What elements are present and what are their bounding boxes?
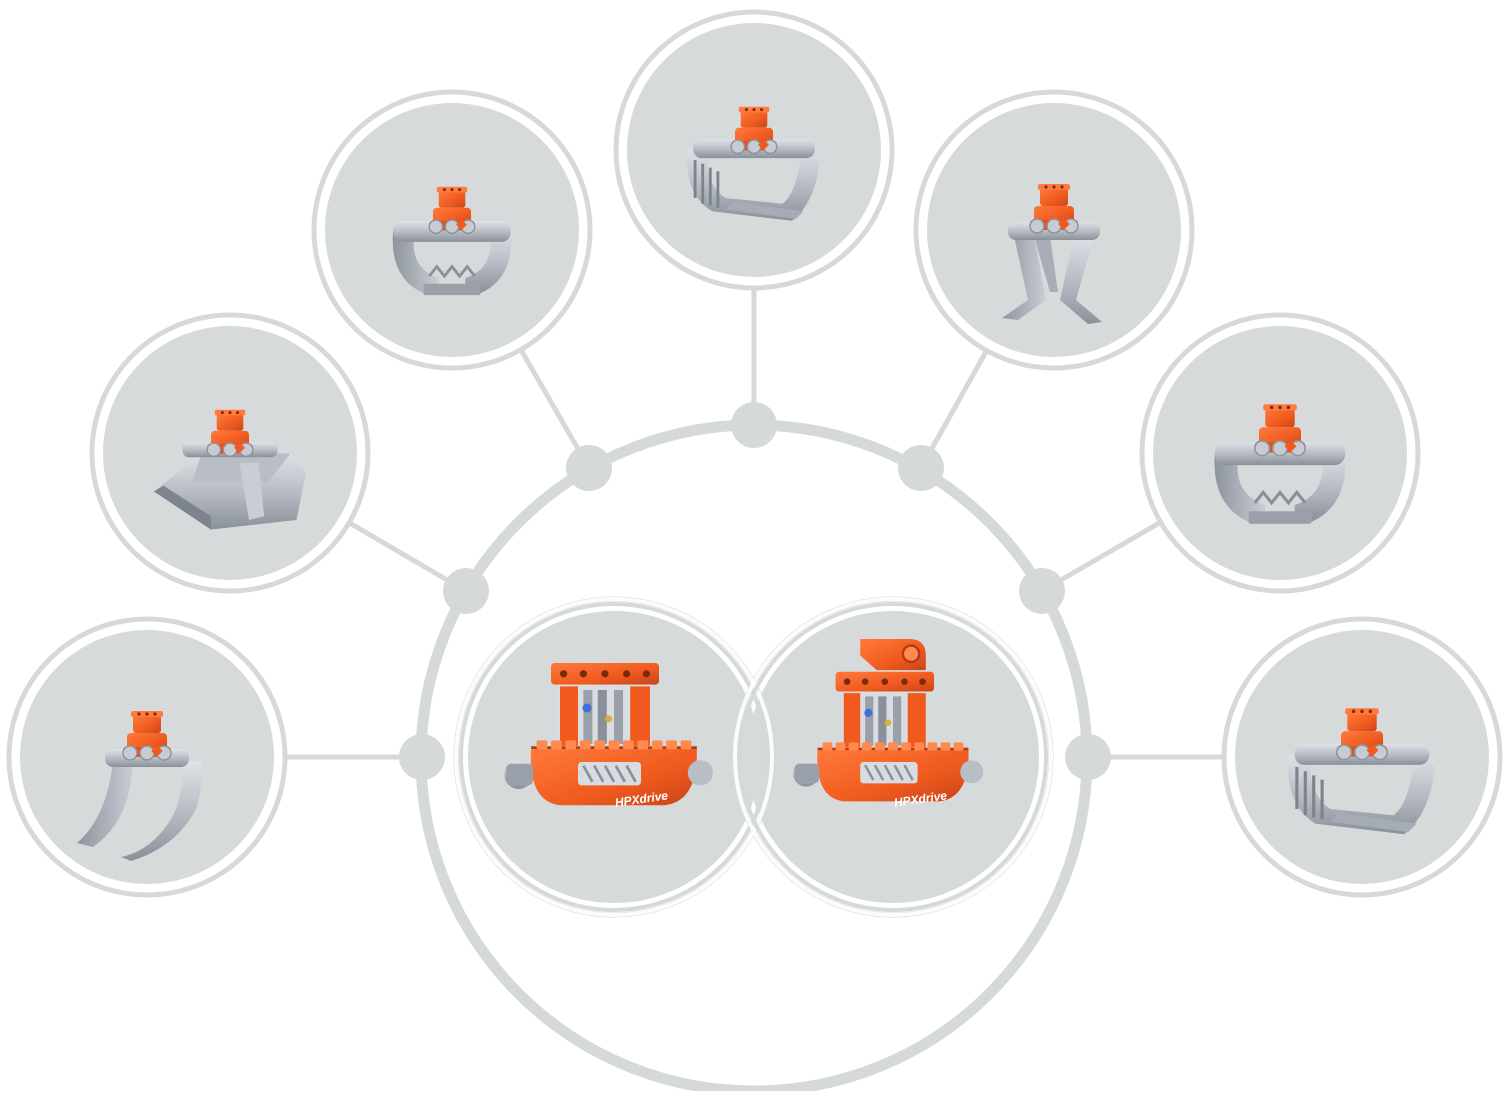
connector-dot-ribbed-sorting-grapple-right (1065, 734, 1111, 780)
center-product-rotator-cutaway[interactable]: HPXdrive (502, 661, 715, 810)
attachment-node-heavy-sorting-grapple[interactable] (1139, 312, 1421, 594)
connector-dot-log-grapple (898, 445, 944, 491)
attachment-node-ribbed-sorting-grapple-top[interactable] (613, 9, 895, 291)
connector-dots (399, 402, 1111, 780)
connector-lines (284, 287, 1225, 760)
connector-dot-heavy-sorting-grapple (1019, 568, 1065, 614)
attachment-node-clamshell-bucket[interactable] (89, 312, 371, 594)
attachment-node-log-grapple[interactable] (913, 89, 1195, 371)
attachment-node-timber-grapple-left[interactable] (6, 616, 288, 898)
connector-dot-sorting-grapple-round (566, 445, 612, 491)
connector-dot-ribbed-sorting-grapple-top (731, 402, 777, 448)
connector-dot-timber-grapple-left (399, 734, 445, 780)
connector-dot-clamshell-bucket (443, 568, 489, 614)
attachment-nodes (6, 9, 1503, 898)
hydraulic-rotator-link-cutaway-icon (791, 639, 985, 803)
attachment-node-ribbed-sorting-grapple-right[interactable] (1221, 616, 1503, 898)
attachment-node-sorting-grapple-round[interactable] (311, 89, 593, 371)
connector-line-heavy-sorting-grapple (1040, 519, 1163, 594)
